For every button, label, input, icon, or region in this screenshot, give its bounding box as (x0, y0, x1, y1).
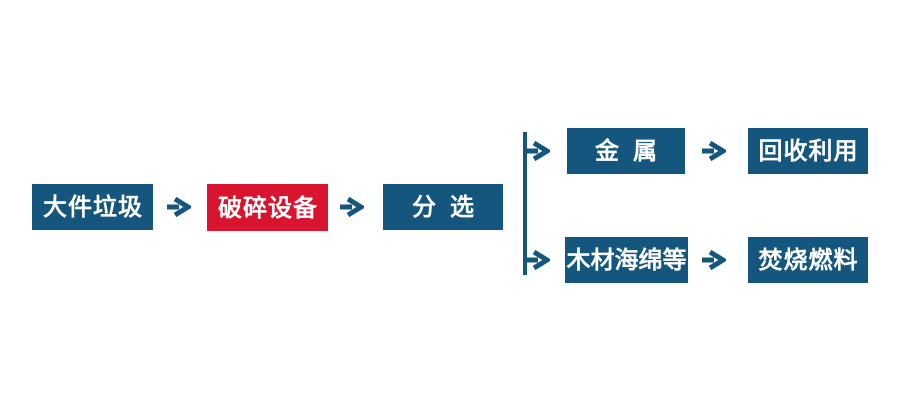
node-label: 分选 (412, 193, 488, 221)
arrow-right-icon (702, 140, 726, 162)
node-label: 焚烧燃料 (758, 246, 859, 274)
node-recycling: 回收利用 (748, 128, 868, 174)
arrow-right-icon (526, 140, 550, 162)
node-label: 破碎设备 (218, 193, 318, 222)
node-wood-sponge: 木材海绵等 (565, 237, 688, 283)
node-label: 大件垃圾 (43, 193, 143, 221)
node-label: 回收利用 (758, 137, 859, 165)
arrow-right-icon (167, 196, 191, 218)
node-label: 木材海绵等 (566, 246, 687, 274)
arrow-right-icon (702, 249, 726, 271)
node-metal: 金属 (567, 128, 685, 174)
node-sorting: 分选 (383, 184, 503, 230)
node-incineration-fuel: 焚烧燃料 (748, 237, 868, 283)
arrow-right-icon (526, 249, 550, 271)
arrow-right-icon (340, 196, 364, 218)
node-bulky-waste: 大件垃圾 (32, 184, 153, 230)
node-crushing-equipment: 破碎设备 (207, 184, 328, 231)
branch-connector-line (523, 132, 527, 275)
node-label: 金属 (595, 137, 671, 165)
